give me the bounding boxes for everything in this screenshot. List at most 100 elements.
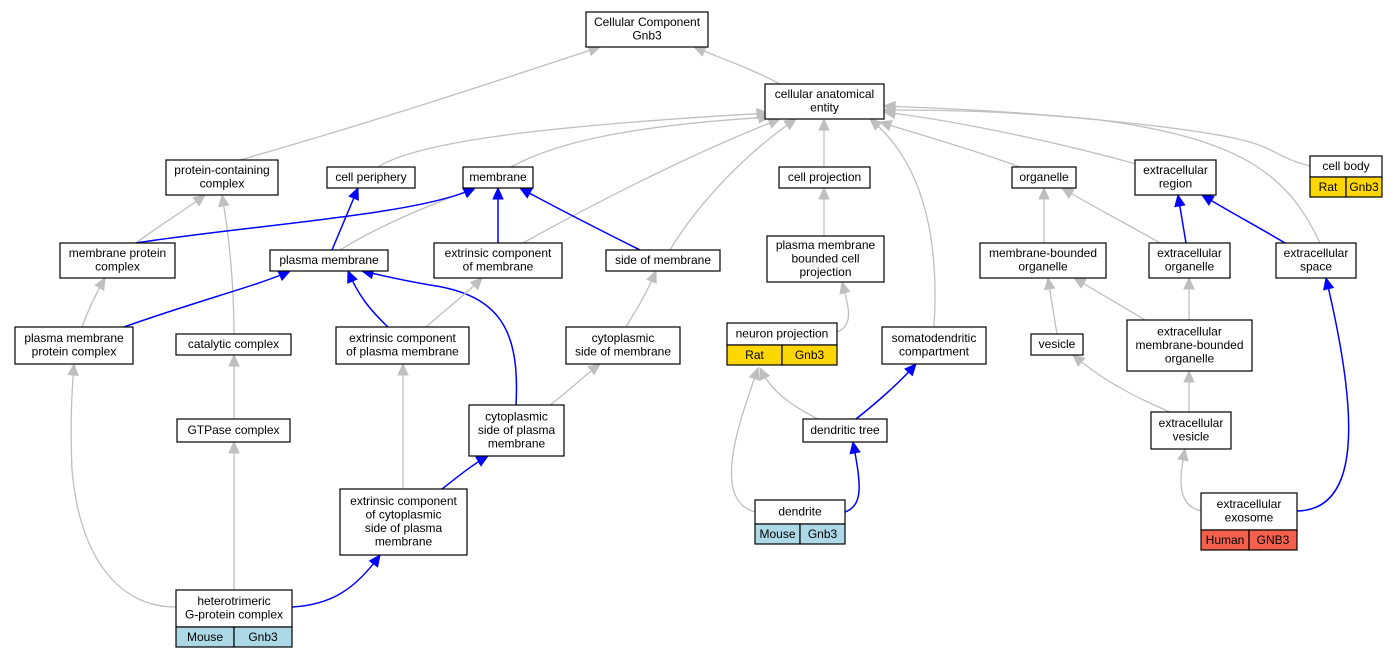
edge-arrowhead (849, 440, 861, 455)
node-box (1134, 159, 1217, 196)
node-label: bounded cell (791, 251, 859, 265)
node-pm[interactable]: plasma membrane (269, 249, 389, 272)
edge-pmpc-to-pm (123, 270, 292, 328)
edge-csom-to-som (625, 269, 657, 328)
edge-org-to-cae (878, 120, 1021, 168)
edge-arrowhead (818, 186, 830, 200)
edge-ecmbo-to-mbo (1072, 277, 1146, 321)
node-dtree[interactable]: dendritic tree (802, 418, 888, 443)
edge-arrowhead (1072, 277, 1087, 289)
node-label: vesicle (1039, 337, 1076, 351)
node-box (1148, 242, 1231, 279)
node-label: organelle (1018, 260, 1068, 274)
node-label: complex (200, 177, 245, 191)
node-box (326, 166, 416, 189)
node-label: cell projection (788, 170, 861, 184)
node-label: plasma membrane (279, 253, 379, 267)
node-box (764, 83, 885, 120)
node-som[interactable]: side of membrane (605, 249, 721, 272)
node-label: region (1159, 177, 1192, 191)
edge-hgpc-to-eccspm (291, 554, 381, 608)
edge-eco-to-org (1060, 187, 1161, 244)
edge-ecv-to-ecmbo (1183, 369, 1195, 412)
edge-arrowhead (767, 117, 782, 129)
node-box (59, 242, 176, 279)
node-box (1200, 492, 1298, 531)
node-box (979, 242, 1107, 279)
edge-arrowhead (1044, 276, 1056, 291)
node-catc[interactable]: catalytic complex (175, 333, 292, 356)
edge-arrowhead (277, 270, 292, 282)
node-label: extracellular (1159, 416, 1224, 430)
edge-arrowhead (692, 46, 707, 57)
edge-ecex-to-ecs (1296, 276, 1350, 512)
node-cper[interactable]: cell periphery (326, 166, 416, 189)
edge-arrowhead (839, 280, 851, 295)
node-mem[interactable]: membrane (462, 166, 534, 189)
node-label: membrane (469, 170, 527, 184)
node-org[interactable]: organelle (1011, 166, 1077, 189)
node-cproj[interactable]: cell projection (778, 166, 871, 189)
edge-arrowhead (1072, 354, 1086, 367)
edge-arrowhead (904, 363, 917, 377)
edge-arrowhead (368, 554, 381, 568)
node-label: complex (95, 260, 140, 274)
edge-arrowhead (818, 117, 830, 131)
edge-arrowhead (228, 440, 240, 454)
edge-arrowhead (475, 455, 490, 467)
edge-arrowhead (492, 186, 504, 200)
node-label: cell periphery (335, 170, 406, 184)
species-badge-label: Gnb3 (248, 630, 278, 644)
node-label: dendrite (778, 504, 822, 518)
species-badge-label: Gnb3 (808, 527, 838, 541)
node-box (1030, 333, 1084, 356)
edge-ecm-to-mem (492, 186, 504, 243)
node-label: side of plasma (365, 521, 443, 535)
edge-dend-to-nproj (730, 366, 760, 513)
edge-arrowhead (397, 362, 409, 376)
edge-som-to-mem (518, 187, 641, 251)
node-gtp[interactable]: GTPase complex (176, 418, 291, 443)
node-box (802, 418, 888, 443)
edge-arrowhead (1038, 186, 1050, 200)
edge-ecr-to-cae (882, 107, 1141, 166)
edges-layer (67, 45, 1350, 608)
node-label: space (1300, 260, 1332, 274)
node-label: side of plasma (478, 423, 556, 437)
edge-catc-to-pcc (218, 193, 235, 335)
edge-eccspm-to-cspm (441, 455, 490, 490)
species-badge-label: Mouse (759, 527, 795, 541)
node-label: catalytic complex (188, 337, 279, 351)
species-badge-label: Gnb3 (1349, 180, 1379, 194)
node-label: membrane (488, 436, 546, 450)
node-box (1150, 411, 1232, 450)
species-badge-label: Gnb3 (795, 348, 825, 362)
edge-nproj-to-pmbcp (836, 280, 851, 333)
edge-pm-to-mem (339, 186, 477, 251)
node-ves[interactable]: vesicle (1030, 333, 1084, 356)
